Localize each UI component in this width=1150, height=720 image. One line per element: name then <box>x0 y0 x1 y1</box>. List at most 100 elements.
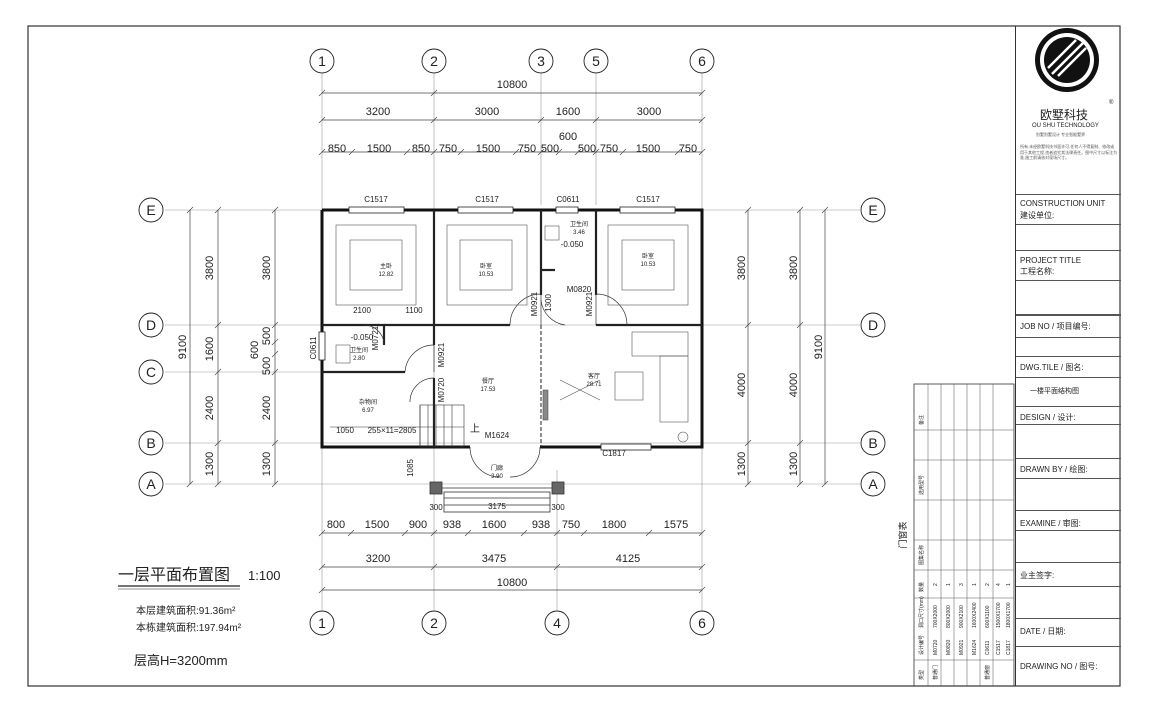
opening-label: M0721 <box>371 325 380 350</box>
axis-label: 3 <box>537 53 545 69</box>
axis-labels: 1 2 3 5 6 1 2 4 6 E D C B A E D B A <box>146 53 878 631</box>
dim-right-1: 3800 <box>736 256 748 280</box>
title-block: 欧墅科技 ® OU SHU TECHNOLOGY 别墅别墅设计 专业智能墅界 所… <box>1015 26 1121 686</box>
level-mark: -0.050 <box>561 240 584 249</box>
divider <box>1016 530 1121 532</box>
field-label-en: CONSTRUCTION UNIT <box>1020 199 1106 208</box>
table-size: 800X2000 <box>946 605 952 628</box>
field-label: DRAWING NO / 图号: <box>1020 662 1098 671</box>
dim-row2-3: 850 <box>412 143 430 155</box>
room-name: 卧室 <box>642 252 654 260</box>
opening-label: C1517 <box>475 195 499 204</box>
dim-bot-2: 1500 <box>365 519 389 531</box>
table-size: 1800X1700 <box>1006 602 1012 628</box>
opening-label: M0921 <box>530 291 539 316</box>
dim-left-o2: 500 <box>261 327 273 345</box>
table-frame <box>913 383 1015 687</box>
brand-slogan: 别墅别墅设计 专业智能墅界 <box>1036 132 1086 137</box>
dim-int-4: 1050 <box>336 426 354 435</box>
field-label-en: PROJECT TITLE <box>1020 256 1082 265</box>
axis-label: E <box>146 202 155 218</box>
dim-row2-9: 750 <box>600 143 618 155</box>
field-dwg-title: DWG.TILE / 图名: 一楼平面结构图 <box>1016 356 1121 407</box>
dim-left-o4: 500 <box>261 357 273 375</box>
table-header: 洞口尺寸(mm) <box>918 596 925 628</box>
table-header: 数量 <box>918 582 925 592</box>
dim-left-2: 1600 <box>204 337 216 361</box>
opening-label: M0820 <box>567 285 592 294</box>
field-design: DESIGN / 设计: <box>1016 406 1121 457</box>
room-name: 卫生间 <box>570 220 588 228</box>
axis-label: 1 <box>318 615 326 631</box>
room-name: 卧室 <box>480 262 492 270</box>
room-area: 2.80 <box>353 356 365 362</box>
dimension-ticks <box>186 89 829 594</box>
dim-top-total: 10800 <box>497 79 528 91</box>
field-label: EXAMINE / 审图: <box>1020 519 1081 528</box>
axis-label: 6 <box>698 53 706 69</box>
room-area: 10.53 <box>478 272 494 278</box>
table-qty: 4 <box>996 583 1002 586</box>
field-label: DWG.TILE / 图名: <box>1020 363 1084 372</box>
dim-top-1: 3200 <box>366 106 390 118</box>
room-name: 餐厅 <box>482 377 494 385</box>
windows <box>318 206 676 451</box>
opening-labels: C1517 C1517 C0611 C1517 M0921 M0820 M092… <box>309 195 660 458</box>
field-date: DATE / 日期: <box>1016 618 1121 649</box>
table-size: 600X1100 <box>985 605 991 628</box>
table-code: C1817 <box>1006 640 1012 655</box>
dim-row2-1: 850 <box>328 143 346 155</box>
dim-top-3: 1600 <box>556 106 580 118</box>
table-qty: 3 <box>959 583 965 586</box>
opening-label: M1624 <box>485 431 510 440</box>
table-grid <box>914 384 1014 686</box>
divider <box>1016 424 1121 426</box>
divider <box>1016 280 1121 282</box>
dim-row2-11: 750 <box>679 143 697 155</box>
field-project-title: PROJECT TITLE 工程名称: <box>1016 250 1121 305</box>
level-mark: -0.050 <box>351 333 374 342</box>
room-area: 3.90 <box>491 474 503 480</box>
table-code: M0720 <box>933 639 939 655</box>
dim-bot2-2: 3475 <box>482 553 506 565</box>
dim-row2-4: 750 <box>439 143 457 155</box>
axis-label: D <box>146 317 156 333</box>
room-name: 杂物间 <box>359 398 377 406</box>
step-note: 255×11=2805 <box>368 426 417 435</box>
axis-label: B <box>868 435 877 451</box>
right-dims: 3800 4000 1300 3800 4000 1300 9100 <box>736 256 825 476</box>
dim-row2-10: 1500 <box>636 143 660 155</box>
dim-row2-2: 1500 <box>367 143 391 155</box>
table-qty: 2 <box>985 583 991 586</box>
stair-up-label: 上 <box>470 423 480 435</box>
dim-left-o5: 2400 <box>261 396 273 420</box>
room-area: 6.97 <box>362 408 374 414</box>
table-qty: 1 <box>1006 583 1012 586</box>
drawing-title: 一层平面布置图 <box>118 566 230 584</box>
dim-int-8: 1085 <box>406 459 415 477</box>
table-header: 设计编号 <box>918 635 925 655</box>
dim-int-3: 1300 <box>544 294 553 312</box>
dim-bot2-3: 4125 <box>616 553 640 565</box>
dim-int-5: 3175 <box>488 502 506 511</box>
field-drawing-no: DRAWING NO / 图号: <box>1016 646 1121 687</box>
table-code: M0921 <box>959 639 965 655</box>
table-header: 图集名称 <box>918 545 925 565</box>
room-area: 10.53 <box>640 262 656 268</box>
axis-label: 2 <box>430 53 438 69</box>
dim-top-4: 3000 <box>637 106 661 118</box>
divider <box>1016 224 1121 226</box>
room-labels: 主卧 12.82 卧室 10.53 卫生间 3.46 卧室 10.53 卫生间 … <box>350 220 656 480</box>
dim-bot-8: 1800 <box>602 519 626 531</box>
room-name: 主卧 <box>380 262 392 270</box>
field-job-no: JOB NO / 项目编号: <box>1016 315 1121 356</box>
dim-right-2: 4000 <box>736 373 748 397</box>
dim-right-o1: 3800 <box>788 256 800 280</box>
dim-bot-6: 938 <box>532 519 550 531</box>
field-label: DRAWN BY / 绘图: <box>1020 465 1088 474</box>
table-type: 普通门 <box>932 665 939 680</box>
axis-label: A <box>146 476 156 492</box>
room-area: 17.53 <box>480 387 496 393</box>
field-label-cn: 工程名称: <box>1020 267 1055 276</box>
